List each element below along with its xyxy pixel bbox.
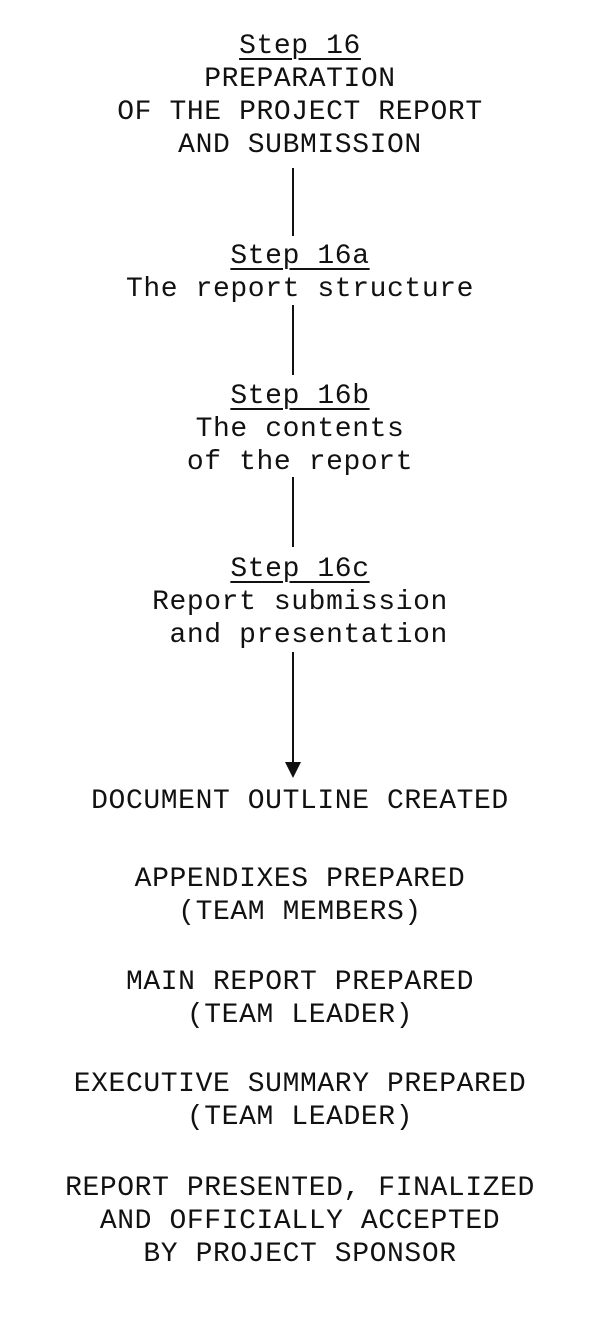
step-16-line-2: OF THE PROJECT REPORT [117,97,483,128]
step-16c-block: Step 16c Report submission and presentat… [0,553,600,652]
connector-line [292,477,294,547]
output-5-line-2: AND OFFICIALLY ACCEPTED [99,1206,501,1237]
step-16-title: Step 16 [239,31,361,62]
output-4: EXECUTIVE SUMMARY PREPARED (TEAM LEADER) [0,1068,600,1134]
output-1: DOCUMENT OUTLINE CREATED [0,785,600,818]
output-2-line-2: (TEAM MEMBERS) [178,897,422,928]
step-16-line-3: AND SUBMISSION [178,130,422,161]
arrow-line [292,652,294,764]
output-2: APPENDIXES PREPARED (TEAM MEMBERS) [0,863,600,929]
step-16b-line-1: The contents [195,414,405,445]
step-16a-title: Step 16a [230,241,370,272]
output-4-line-2: (TEAM LEADER) [186,1102,414,1133]
step-16b-block: Step 16b The contents of the report [0,380,600,479]
output-3-line-2: (TEAM LEADER) [186,1000,414,1031]
step-16-line-1: PREPARATION [204,64,396,95]
output-3-line-1: MAIN REPORT PREPARED [125,967,475,998]
step-16c-line-2: and presentation [152,620,448,651]
step-16b-title: Step 16b [230,381,370,412]
arrow-down-icon [285,762,301,778]
connector-line [292,168,294,236]
step-16a-block: Step 16a The report structure [0,240,600,306]
output-2-line-1: APPENDIXES PREPARED [134,864,466,895]
step-16a-line-1: The report structure [125,274,475,305]
step-16c-title: Step 16c [230,554,370,585]
step-16c-line-1: Report submission [152,587,448,618]
output-4-line-1: EXECUTIVE SUMMARY PREPARED [73,1069,527,1100]
output-5: REPORT PRESENTED, FINALIZED AND OFFICIAL… [0,1172,600,1271]
output-3: MAIN REPORT PREPARED (TEAM LEADER) [0,966,600,1032]
output-5-line-1: REPORT PRESENTED, FINALIZED [65,1173,535,1204]
step-16-block: Step 16 PREPARATION OF THE PROJECT REPOR… [0,30,600,162]
connector-line [292,305,294,375]
output-5-line-3: BY PROJECT SPONSOR [143,1239,457,1270]
output-1-line-1: DOCUMENT OUTLINE CREATED [91,786,509,817]
step-16b-line-2: of the report [186,447,414,478]
